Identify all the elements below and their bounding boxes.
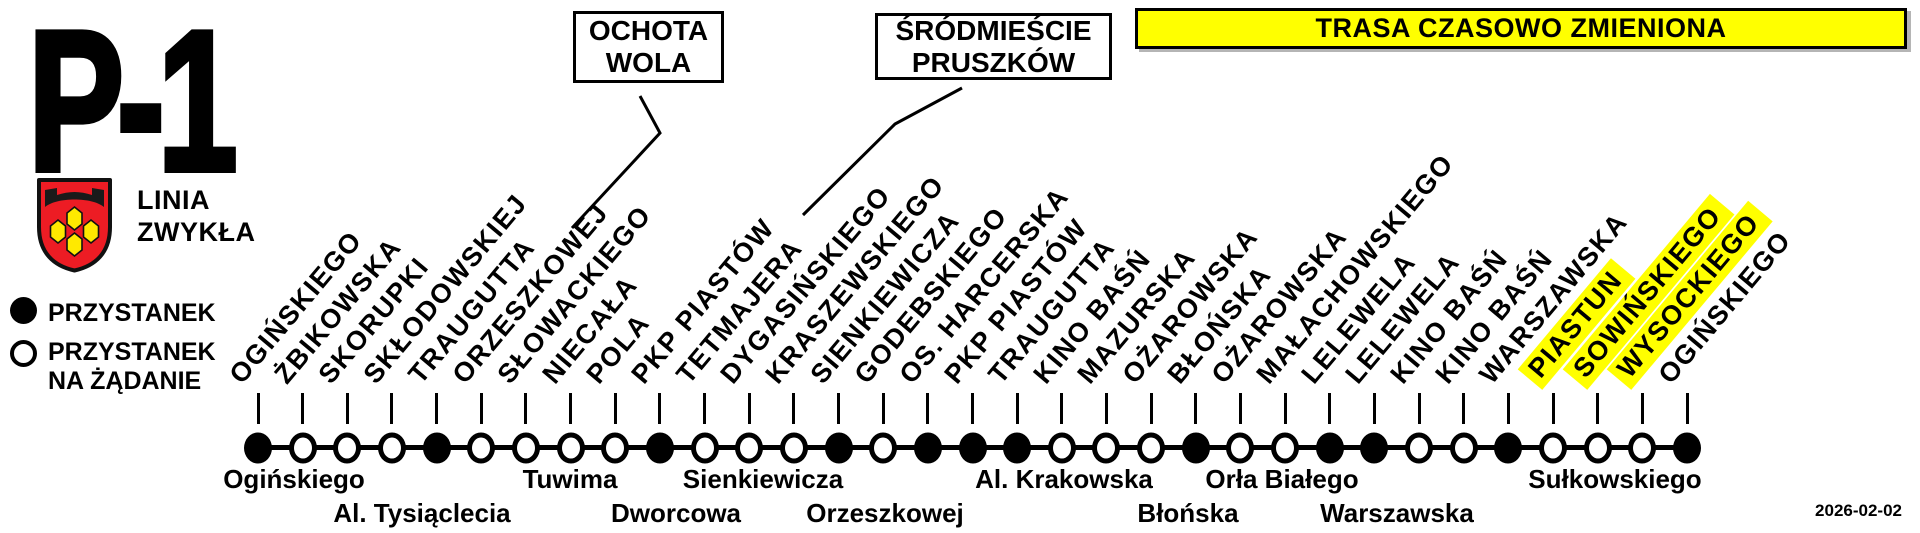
stop-marker <box>1539 432 1568 464</box>
line-type-label: LINIA ZWYKŁA <box>137 184 255 248</box>
stop-marker <box>333 432 362 464</box>
stop-marker <box>869 432 898 464</box>
stop-tick <box>1015 393 1019 424</box>
stop-marker <box>1494 432 1523 464</box>
zone-box-srodmiescie-pruszkow: ŚRÓDMIEŚCIE PRUSZKÓW <box>875 13 1112 80</box>
stop-marker <box>1583 432 1612 464</box>
stop-tick <box>1417 393 1421 424</box>
stop-marker <box>690 432 719 464</box>
street-label: Dworcowa <box>610 498 742 528</box>
stop-tick <box>703 393 707 424</box>
street-label: Al. Tysiąclecia <box>333 498 511 528</box>
stop-tick <box>524 393 528 424</box>
stop-tick <box>971 393 974 424</box>
stop-marker <box>377 432 406 464</box>
stop-marker <box>779 432 808 464</box>
stop-tick <box>1596 393 1600 424</box>
stop-marker <box>601 432 630 464</box>
stop-tick <box>1149 393 1153 424</box>
stop-tick <box>1506 393 1510 424</box>
legend-request-stop-icon <box>10 340 37 367</box>
stop-marker <box>467 432 496 464</box>
stop-marker <box>244 432 272 464</box>
crest-diamonds <box>49 205 100 258</box>
city-crest-icon <box>37 178 112 273</box>
callout-line-ochota-wola <box>570 95 662 230</box>
stop-tick <box>1462 393 1466 424</box>
stop-marker <box>1315 432 1344 464</box>
stop-tick <box>1104 393 1108 424</box>
stop-marker <box>1449 432 1478 464</box>
crest-wall <box>45 188 104 207</box>
stop-tick <box>747 393 751 424</box>
stop-tick <box>1372 393 1376 424</box>
stop-marker <box>1405 432 1434 464</box>
street-label: Ogińskiego <box>223 464 365 494</box>
stop-marker <box>1137 432 1166 464</box>
stop-marker <box>288 432 317 464</box>
legend-regular-stop-label: PRZYSTANEK <box>48 299 216 327</box>
stop-tick <box>1685 393 1689 424</box>
stop-marker <box>1673 432 1702 464</box>
street-label: Orzeszkowej <box>806 498 964 528</box>
stop-tick <box>569 393 573 424</box>
callout-line-srodmiescie-pruszkow <box>801 86 963 217</box>
stop-tick <box>837 393 841 424</box>
stop-marker <box>645 432 674 464</box>
stop-marker <box>735 432 764 464</box>
stop-marker <box>511 432 540 464</box>
date-label: 2026-02-02 <box>1815 501 1902 520</box>
street-label: Warszawska <box>1320 498 1474 528</box>
stop-tick <box>1060 393 1064 424</box>
stop-marker <box>1047 432 1076 464</box>
stop-tick <box>926 393 930 424</box>
legend-request-stop-label: PRZYSTANEK NA ŻĄDANIE <box>48 338 216 395</box>
stop-tick <box>1328 393 1332 424</box>
line-type-line1: LINIA <box>137 185 210 215</box>
stop-tick <box>256 393 260 424</box>
stop-tick <box>1283 393 1287 424</box>
stop-tick <box>1194 393 1198 424</box>
stop-tick <box>345 393 349 424</box>
stop-marker <box>1226 432 1255 464</box>
stop-tick <box>613 393 617 424</box>
stop-tick <box>881 393 885 424</box>
stop-tick <box>479 393 483 424</box>
stop-marker <box>913 432 942 464</box>
stop-marker <box>1181 432 1210 464</box>
stop-marker <box>1092 432 1121 464</box>
stop-tick <box>792 393 796 424</box>
stop-tick <box>658 393 662 424</box>
stop-marker <box>1003 432 1032 464</box>
stop-tick <box>1238 393 1242 424</box>
legend-regular-stop-icon <box>10 297 37 324</box>
stop-marker <box>556 432 585 464</box>
stop-marker <box>1628 432 1657 464</box>
route-changed-banner: TRASA CZASOWO ZMIENIONA <box>1135 8 1907 49</box>
street-label: Al. Krakowska <box>975 464 1153 494</box>
stop-marker <box>824 432 853 464</box>
street-label: Orła Białego <box>1205 464 1359 494</box>
street-label: Błońska <box>1137 498 1239 528</box>
street-label: Tuwima <box>522 464 618 494</box>
line-type-line2: ZWYKŁA <box>137 217 256 247</box>
line-number: P-1 <box>26 0 240 213</box>
stop-marker <box>1360 432 1389 464</box>
stop-tick <box>435 393 439 424</box>
stop-tick <box>301 393 305 424</box>
stop-marker <box>1271 432 1300 464</box>
stop-tick <box>1551 393 1555 424</box>
stop-marker <box>422 432 451 464</box>
zone-box-ochota-wola: OCHOTA WOLA <box>573 11 724 83</box>
stop-marker <box>958 432 987 464</box>
stop-tick <box>390 393 394 424</box>
street-label: Sułkowskiego <box>1528 464 1702 494</box>
stop-tick <box>1640 393 1644 424</box>
street-label: Sienkiewicza <box>682 464 844 494</box>
